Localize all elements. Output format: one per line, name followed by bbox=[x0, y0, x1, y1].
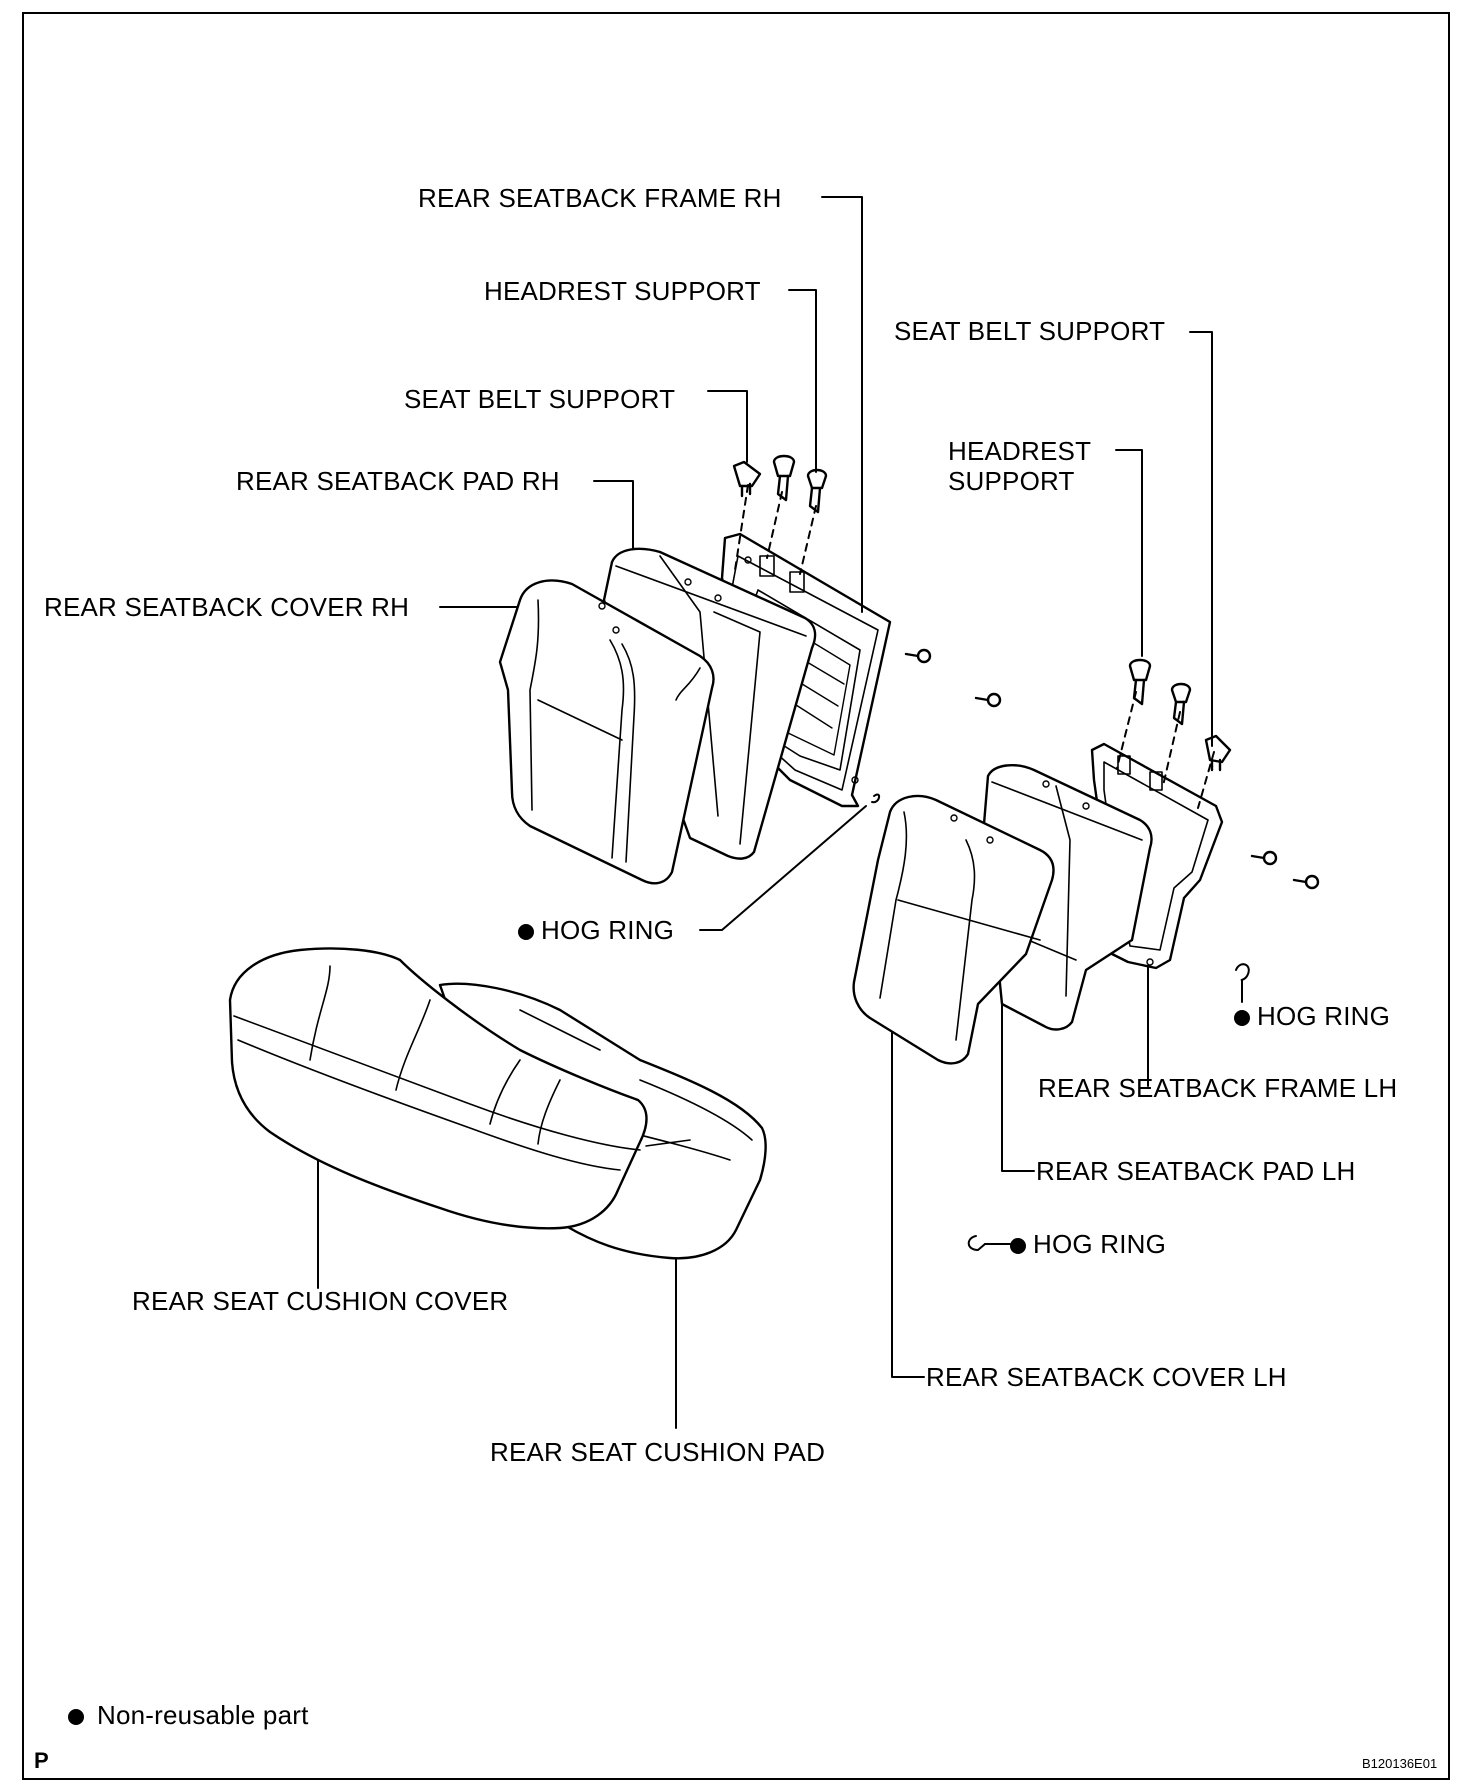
legend-text: Non-reusable part bbox=[97, 1700, 309, 1730]
hog-ring-center-text: HOG RING bbox=[541, 915, 675, 945]
headrest-support-lh-parts bbox=[1128, 658, 1192, 726]
label-rear-seatback-cover-rh: REAR SEATBACK COVER RH bbox=[44, 592, 410, 622]
hog-ring-lower-part bbox=[967, 1235, 986, 1251]
hog-ring-right-part bbox=[1235, 963, 1250, 981]
non-reusable-dot-icon bbox=[518, 924, 534, 940]
label-headrest-support-lh: HEADREST SUPPORT bbox=[948, 436, 1091, 496]
rear-seat-cushion-cover bbox=[228, 947, 648, 1230]
label-rear-seat-cushion-cover: REAR SEAT CUSHION COVER bbox=[132, 1286, 509, 1316]
label-rear-seatback-pad-rh: REAR SEATBACK PAD RH bbox=[236, 466, 560, 496]
label-rear-seatback-pad-lh: REAR SEATBACK PAD LH bbox=[1036, 1156, 1356, 1186]
seat-belt-support-lh-part bbox=[1204, 734, 1232, 772]
label-headrest-support-lh-line1: HEADREST bbox=[948, 436, 1092, 466]
leader-lines bbox=[317, 196, 1243, 1429]
non-reusable-dot-icon bbox=[1010, 1238, 1026, 1254]
label-rear-seat-cushion-pad: REAR SEAT CUSHION PAD bbox=[490, 1437, 826, 1467]
figure-frame bbox=[22, 12, 1450, 1780]
label-seat-belt-support-lh: SEAT BELT SUPPORT bbox=[894, 316, 1166, 346]
hog-ring-center-part bbox=[871, 793, 880, 804]
rear-seatback-cover-lh bbox=[852, 794, 1055, 1065]
label-rear-seatback-frame-lh: REAR SEATBACK FRAME LH bbox=[1038, 1073, 1398, 1103]
headrest-support-rh-parts bbox=[772, 454, 828, 514]
label-headrest-support-rh: HEADREST SUPPORT bbox=[484, 276, 761, 306]
seat-belt-support-rh-part bbox=[732, 460, 762, 498]
label-rear-seatback-cover-lh: REAR SEATBACK COVER LH bbox=[926, 1362, 1287, 1392]
non-reusable-dot-icon bbox=[1234, 1010, 1250, 1026]
non-reusable-dot-icon bbox=[68, 1709, 84, 1725]
corner-letter: P bbox=[34, 1748, 49, 1773]
label-hog-ring-lower: HOG RING bbox=[1010, 1229, 1166, 1259]
label-rear-seatback-frame-rh: REAR SEATBACK FRAME RH bbox=[418, 183, 782, 213]
label-hog-ring-center: HOG RING bbox=[518, 915, 674, 945]
label-seat-belt-support-rh: SEAT BELT SUPPORT bbox=[404, 384, 676, 414]
rear-seatback-cover-rh bbox=[498, 579, 715, 885]
label-headrest-support-lh-line2: SUPPORT bbox=[948, 466, 1075, 496]
bolts-right bbox=[1250, 850, 1320, 890]
figure-code: B120136E01 bbox=[1362, 1756, 1438, 1771]
label-hog-ring-right: HOG RING bbox=[1234, 1001, 1390, 1031]
bolts-center bbox=[904, 648, 1002, 708]
legend-non-reusable: Non-reusable part bbox=[68, 1700, 309, 1730]
hog-ring-right-text: HOG RING bbox=[1257, 1001, 1391, 1031]
hog-ring-lower-text: HOG RING bbox=[1033, 1229, 1167, 1259]
